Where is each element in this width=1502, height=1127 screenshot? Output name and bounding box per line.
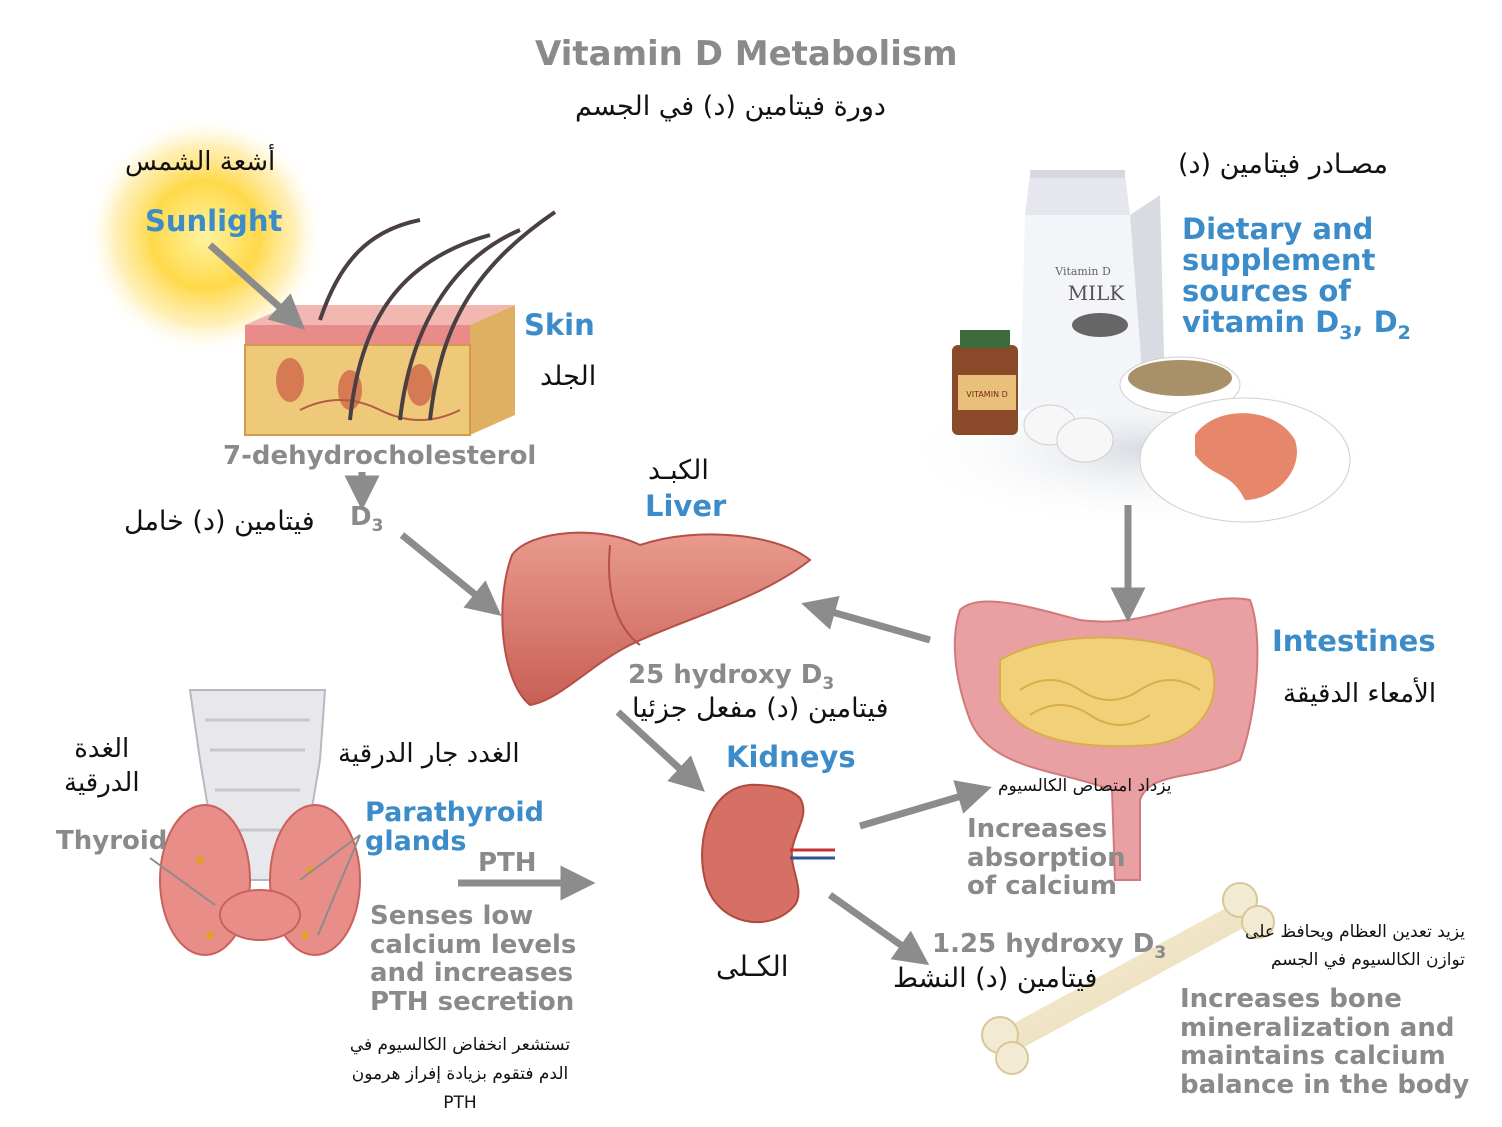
senses-line-4: PTH secretion [370,986,575,1017]
25-hydroxy-d3-label: 25 hydroxy D3 [628,661,834,694]
sources-d2-subscript: 2 [1397,321,1411,344]
1-25-hydroxy-d3-label: 1.25 hydroxy D3 [932,930,1166,963]
1-25-hydroxy-subscript: 3 [1154,943,1167,964]
skin-illustration [244,210,557,436]
sources-vitamin-d-text: vitamin D [1182,305,1340,339]
sources-line-1: Dietary and [1182,212,1374,246]
sunlight-label: Sunlight [145,204,283,238]
senses-arabic-line-1: تستشعر انخفاض الكالسيوم في [349,1035,571,1055]
sources-d2-text: , D [1352,305,1398,339]
arrow-sun-to-skin [207,242,306,330]
arrow-d3-to-liver [399,532,502,617]
bone-arabic-line-1: يزيد تعدين العظام ويحافظ على [1245,922,1465,942]
jar-label-text: VITAMIN D [966,390,1008,399]
thyroid-label: Thyroid [56,826,168,856]
partially-active-vitamin-d-label-arabic: فيتامين (د) مفعل جزئيا [632,693,889,724]
sunlight-label-arabic: أشعة الشمس [125,147,276,177]
bone-line-2: mineralization and [1180,1012,1455,1043]
bone-arabic-line-2: توازن الكالسيوم في الجسم [1270,950,1465,970]
thyroid-illustration [159,689,361,956]
bone-text-arabic: يزيد تعدين العظام ويحافظ على توازن الكال… [1215,918,1465,974]
thyroid-label-arabic: الغدة الدرقية [64,732,140,800]
thyroid-pointer-lines [149,834,361,936]
senses-arabic-line-2: الدم فتقوم بزيادة إفراز هرمون [351,1064,569,1084]
sources-line-4: vitamin D3, D2 [1182,307,1411,349]
d3-subscript: 3 [371,516,384,537]
diagram-title-arabic: دورة فيتامين (د) في الجسم [575,91,886,122]
arrow-intestines-to-liver [801,595,931,644]
thyroid-arabic-line-2: الدرقية [64,768,140,798]
liver-illustration [501,531,812,707]
kidneys-label-arabic: الكـلى [716,950,789,983]
parathyroid-label-arabic: الغدد جار الدرقية [338,739,520,769]
absorption-text-arabic: يزداد امتصاص الكالسيوم [998,776,1172,796]
senses-arabic-line-3: PTH [443,1093,477,1113]
25-hydroxy-subscript: 3 [822,674,835,695]
diagram-title: Vitamin D Metabolism [535,34,958,74]
arrow-kidneys-to-bone [827,892,930,966]
food-sources-illustration: Vitamin D MILK VITAMIN D [900,170,1380,530]
absorption-line-1: Increases [967,814,1108,844]
absorption-line-2: absorption [967,842,1126,873]
bone-text: Increases bone mineralization and mainta… [1180,985,1469,1099]
milk-brand-text: Vitamin D [1054,265,1111,278]
sources-label-arabic: مصـادر فيتامين (د) [1178,149,1388,180]
bone-line-1: Increases bone [1180,984,1402,1014]
d3-label: D3 [350,503,383,536]
skin-label-arabic: الجلد [540,361,597,392]
intestines-illustration [953,597,1259,881]
liver-label-arabic: الكبـد [648,455,709,486]
senses-line-1: Senses low [370,901,534,931]
senses-text-arabic: تستشعر انخفاض الكالسيوم في الدم فتقوم بز… [340,1031,580,1118]
milk-text: MILK [1068,281,1126,305]
senses-line-2: calcium levels [370,929,577,960]
d3-text: D [350,502,372,532]
pth-label: PTH [478,848,537,878]
dehydrocholesterol-label: 7-dehydrocholesterol [223,441,537,471]
sources-label: Dietary and supplement sources of vitami… [1182,214,1411,349]
1-25-hydroxy-text: 1.25 hydroxy D [932,929,1155,959]
inactive-vitamin-d-label-arabic: فيتامين (د) خامل [124,506,315,537]
sources-d3-subscript: 3 [1339,321,1353,344]
liver-label: Liver [645,489,727,523]
thyroid-arabic-line-1: الغدة [74,734,130,764]
parathyroid-label: Parathyroid glands [365,798,544,856]
skin-label: Skin [524,308,595,342]
senses-line-3: and increases [370,958,574,988]
kidneys-label: Kidneys [726,740,856,774]
bone-line-3: maintains calcium [1180,1041,1446,1071]
active-vitamin-d-label-arabic: فيتامين (د) النشط [893,963,1098,994]
bone-line-4: balance in the body [1180,1069,1470,1100]
absorption-text: Increases absorption of calcium [967,815,1126,901]
sources-line-3: sources of [1182,274,1351,308]
absorption-line-3: of calcium [967,871,1118,901]
kidney-illustration [701,783,835,924]
arrow-kidneys-to-intestines [859,780,992,830]
intestines-label-arabic: الأمعاء الدقيقة [1283,679,1437,709]
parathyroid-line-2: glands [365,826,467,857]
arrow-liver-to-kidneys [615,709,705,792]
25-hydroxy-text: 25 hydroxy D [628,660,823,690]
parathyroid-line-1: Parathyroid [365,797,544,828]
pathway-arrows [207,242,1146,966]
intestines-label: Intestines [1272,624,1436,658]
bone-illustration [981,882,1275,1075]
senses-text: Senses low calcium levels and increases … [370,902,576,1016]
sources-line-2: supplement [1182,243,1376,277]
